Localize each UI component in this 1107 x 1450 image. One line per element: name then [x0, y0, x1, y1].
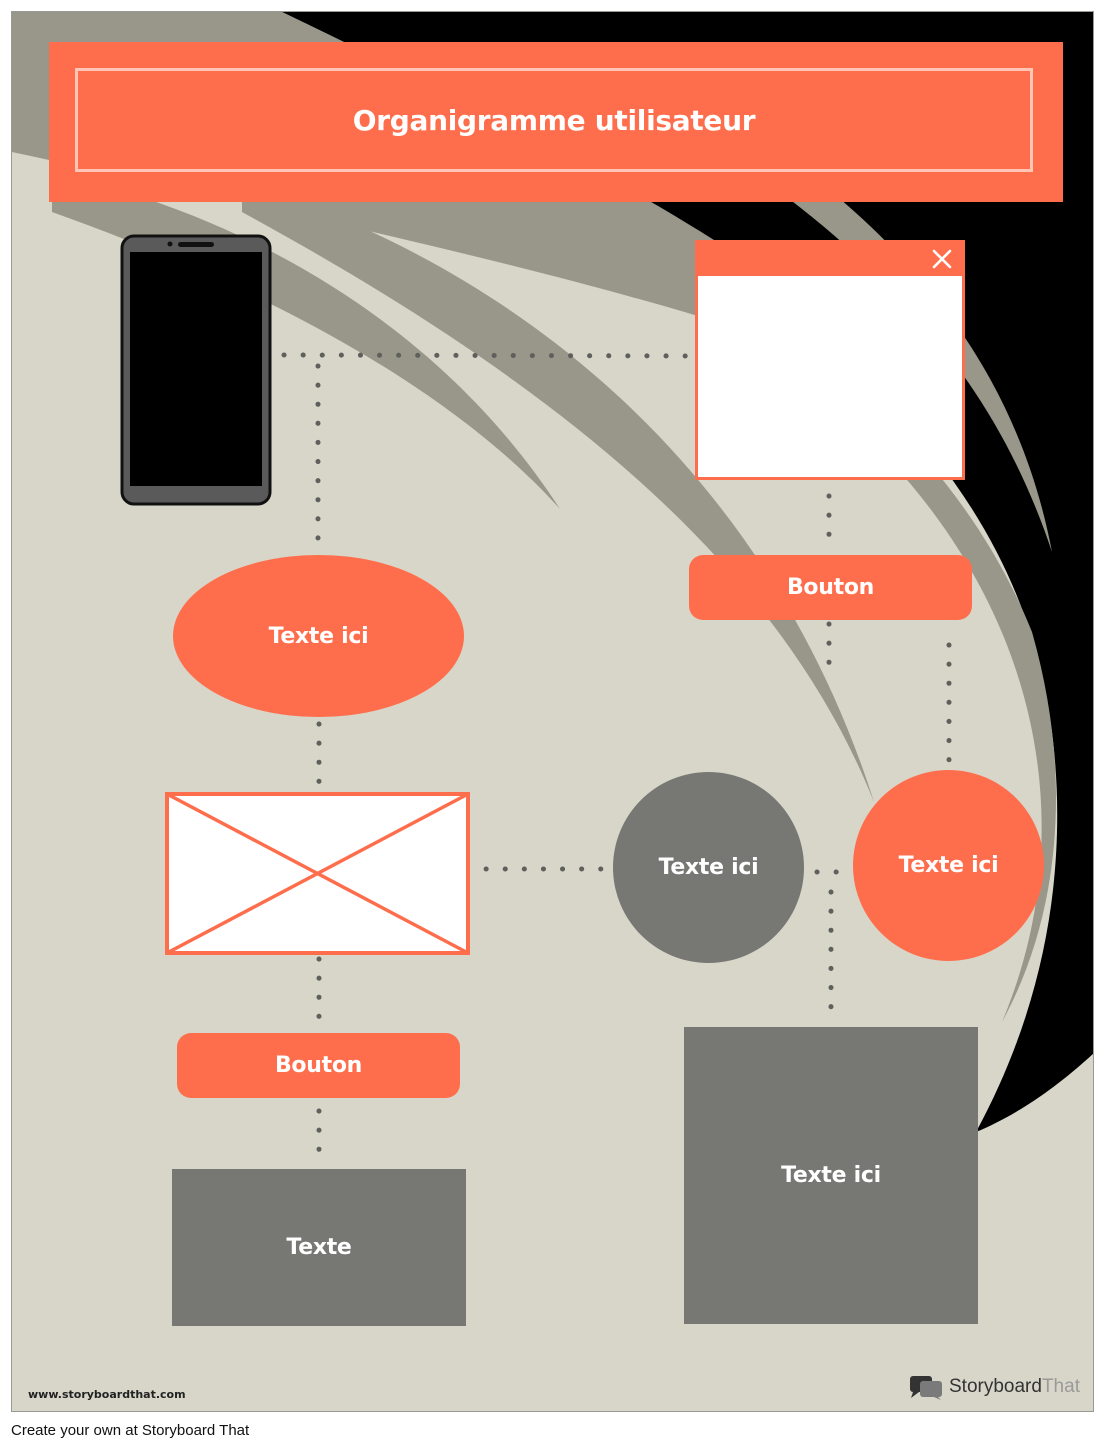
button-right[interactable]: Bouton	[689, 555, 972, 620]
title-frame: Organigramme utilisateur	[75, 68, 1033, 172]
rect-node-left: Texte	[172, 1169, 466, 1326]
circle-node-orange: Texte ici	[853, 770, 1044, 961]
button-left[interactable]: Bouton	[177, 1033, 460, 1098]
image-placeholder-icon	[165, 792, 470, 955]
logo-text-story: Storyboard	[949, 1376, 1042, 1397]
credit-text[interactable]: Create your own at Storyboard That	[11, 1422, 250, 1439]
rect-node-right: Texte ici	[684, 1027, 978, 1324]
footer-logo[interactable]: StoryboardThat	[909, 1374, 1080, 1400]
storyboardthat-logo-icon	[910, 1376, 942, 1400]
title-banner: Organigramme utilisateur	[49, 42, 1063, 202]
close-icon[interactable]	[931, 248, 953, 270]
page-title: Organigramme utilisateur	[352, 103, 756, 137]
logo-text-that: That	[1041, 1376, 1080, 1397]
phone-icon	[120, 234, 272, 506]
diagram-canvas: Organigramme utilisateur Bouton Texte ic…	[11, 11, 1094, 1412]
window-icon	[695, 240, 965, 480]
ellipse-node: Texte ici	[173, 555, 464, 717]
footer-url[interactable]: www.storyboardthat.com	[28, 1388, 186, 1401]
connector-lines	[281, 352, 952, 1158]
circle-node-gray: Texte ici	[613, 772, 804, 963]
